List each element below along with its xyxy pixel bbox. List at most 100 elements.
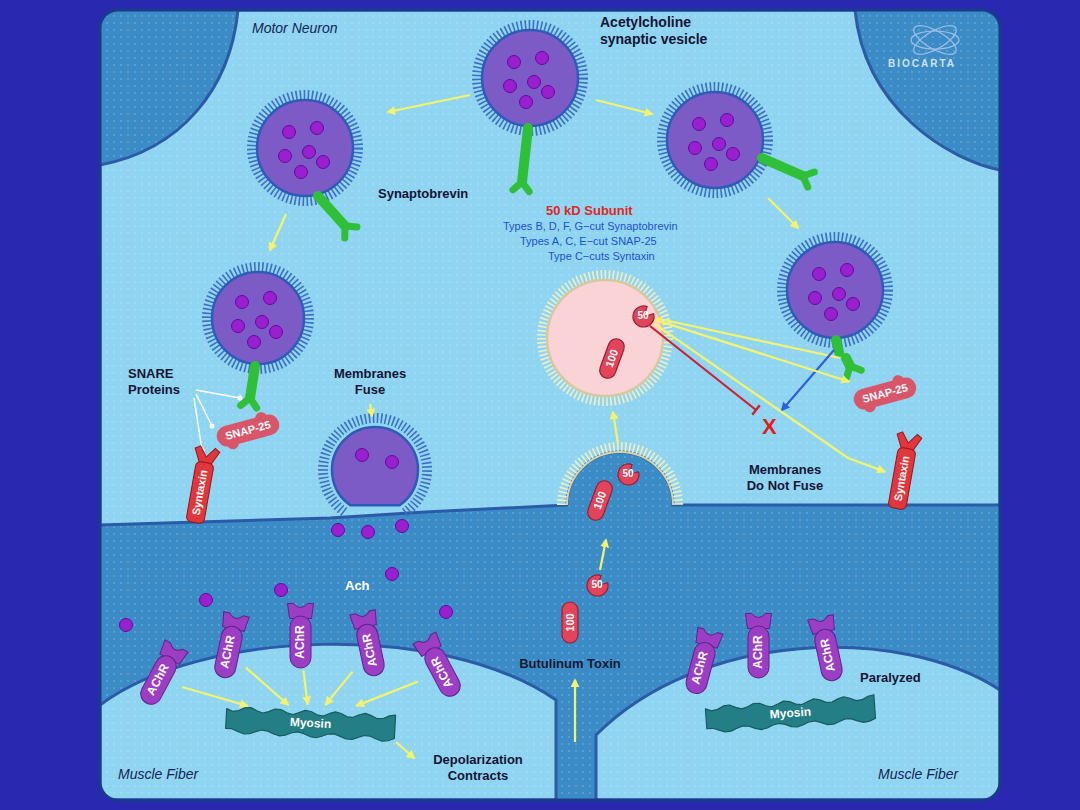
blob-body [851,375,918,412]
acetylcholine-molecule [275,584,288,597]
node-label: 100 [564,613,577,631]
node-label: 50 [622,468,633,480]
acetylcholine-molecule [279,150,292,163]
connector-arrow [654,324,885,472]
acetylcholine-molecule [386,568,399,581]
text-label: Muscle Fiber [118,766,198,783]
text-wrap: Myosin [769,706,811,723]
lipid-fringe [252,95,358,201]
synaptobrevin-stalk [250,366,255,398]
flow-arrow [596,100,652,114]
muscle-membrane [100,644,556,800]
flow-arrow [370,404,372,416]
acetylcholine-molecule [236,296,249,309]
acetylcholine-molecule [295,166,308,179]
vesicle-membrane [787,242,883,338]
ach-receptor: AChR [683,640,718,697]
vesicle-membrane [482,30,578,126]
synaptobrevin-protein [513,128,529,192]
text-label: Butulinum Toxin [505,656,635,672]
leader-line [196,390,240,398]
vesicle-membrane [212,272,304,364]
text-label: Motor Neuron [252,20,338,37]
toxin-chain-body [597,336,626,380]
lipid-fringe [207,267,309,369]
acetylcholine-molecule [693,118,706,131]
toxin-light-chain: 50 [619,465,638,484]
muscle-texture [596,647,1000,800]
ach-receptor: AChR [812,627,845,683]
ach-receptor: AChR [420,643,464,700]
muscle-texture [100,644,556,800]
synaptic-vesicle [662,87,768,193]
flow-arrow [388,95,470,112]
text-label: Muscle Fiber [878,766,958,783]
acetylcholine-molecule [542,86,555,99]
logo-swirl [911,31,959,49]
acetylcholine-molecule [713,138,726,151]
acetylcholine-molecule [283,126,296,139]
acetylcholine-molecule [520,96,533,109]
synaptobrevin-protein [846,358,861,378]
synaptobrevin-fork [803,176,808,187]
acetylcholine-molecule [248,336,261,349]
synaptobrevin-protein [762,158,814,187]
acetylcholine-molecule [396,520,409,533]
logo-swirl [910,20,961,60]
text-label: Ach [345,578,370,594]
myosin-body [225,706,395,742]
acetylcholine-molecule [232,320,245,333]
synaptic-vesicle [477,25,583,131]
node-label: Myosin [289,716,331,732]
lipid-fringe [782,237,888,343]
toxin-chain-body [633,306,654,327]
inhibition-bar [752,405,759,414]
acetylcholine-molecule [120,619,133,632]
acetylcholine-molecule [311,122,324,135]
text-label: Depolarization Contracts [416,752,540,783]
toxin-heavy-chain: 100 [562,601,579,643]
illustration-group [100,10,1000,800]
synaptobrevin-stalk [318,196,345,226]
lipid-fringe [477,25,583,131]
cleft-texture [100,10,1000,800]
text-wrap: AChR [293,625,307,658]
acetylcholine-molecule [440,606,453,619]
text-wrap: 50 [622,468,633,480]
text-wrap: Myosin [289,716,331,732]
toxin-chain-body [562,602,578,643]
acetylcholine-molecule [841,264,854,277]
synaptobrevin-protein [241,366,257,408]
fusing-vesicle [332,427,418,505]
neuron-membrane [100,10,1000,525]
receptor-body [137,652,180,708]
acetylcholine-molecule [727,148,740,161]
snap25-protein: SNAP-25 [214,412,281,449]
receptor-body [212,624,243,679]
lipid-fringe [662,87,768,193]
lipid-fringe [542,275,668,401]
text-label: Type C−cuts Syntaxin [548,250,655,263]
connector-arrow [654,320,849,382]
text-label: BIOCARTA [888,58,956,70]
pit-membrane [567,452,673,505]
acetylcholine-molecule [356,449,369,462]
node-label: AChR [751,635,765,668]
muscle-fiber [100,644,556,800]
acetylcholine-molecule [332,524,345,537]
text-label: SNARE Proteins [128,366,200,397]
receptor-body [290,616,311,668]
text-label: X [762,414,777,440]
pit-lipid-fringe [562,447,678,505]
synaptobrevin-fork [847,366,850,378]
ach-receptor: AChR [212,624,245,680]
synaptobrevin-stalk [762,158,803,176]
leader-dot [210,424,215,429]
toxin-heavy-chain: 100 [585,477,615,522]
node-label: 50 [591,579,602,591]
synaptic-vesicle [252,95,358,201]
syntaxin-protein: Syntaxin [887,446,916,510]
toxin-chain-body [587,575,608,596]
text-wrap: 100 [564,613,577,631]
